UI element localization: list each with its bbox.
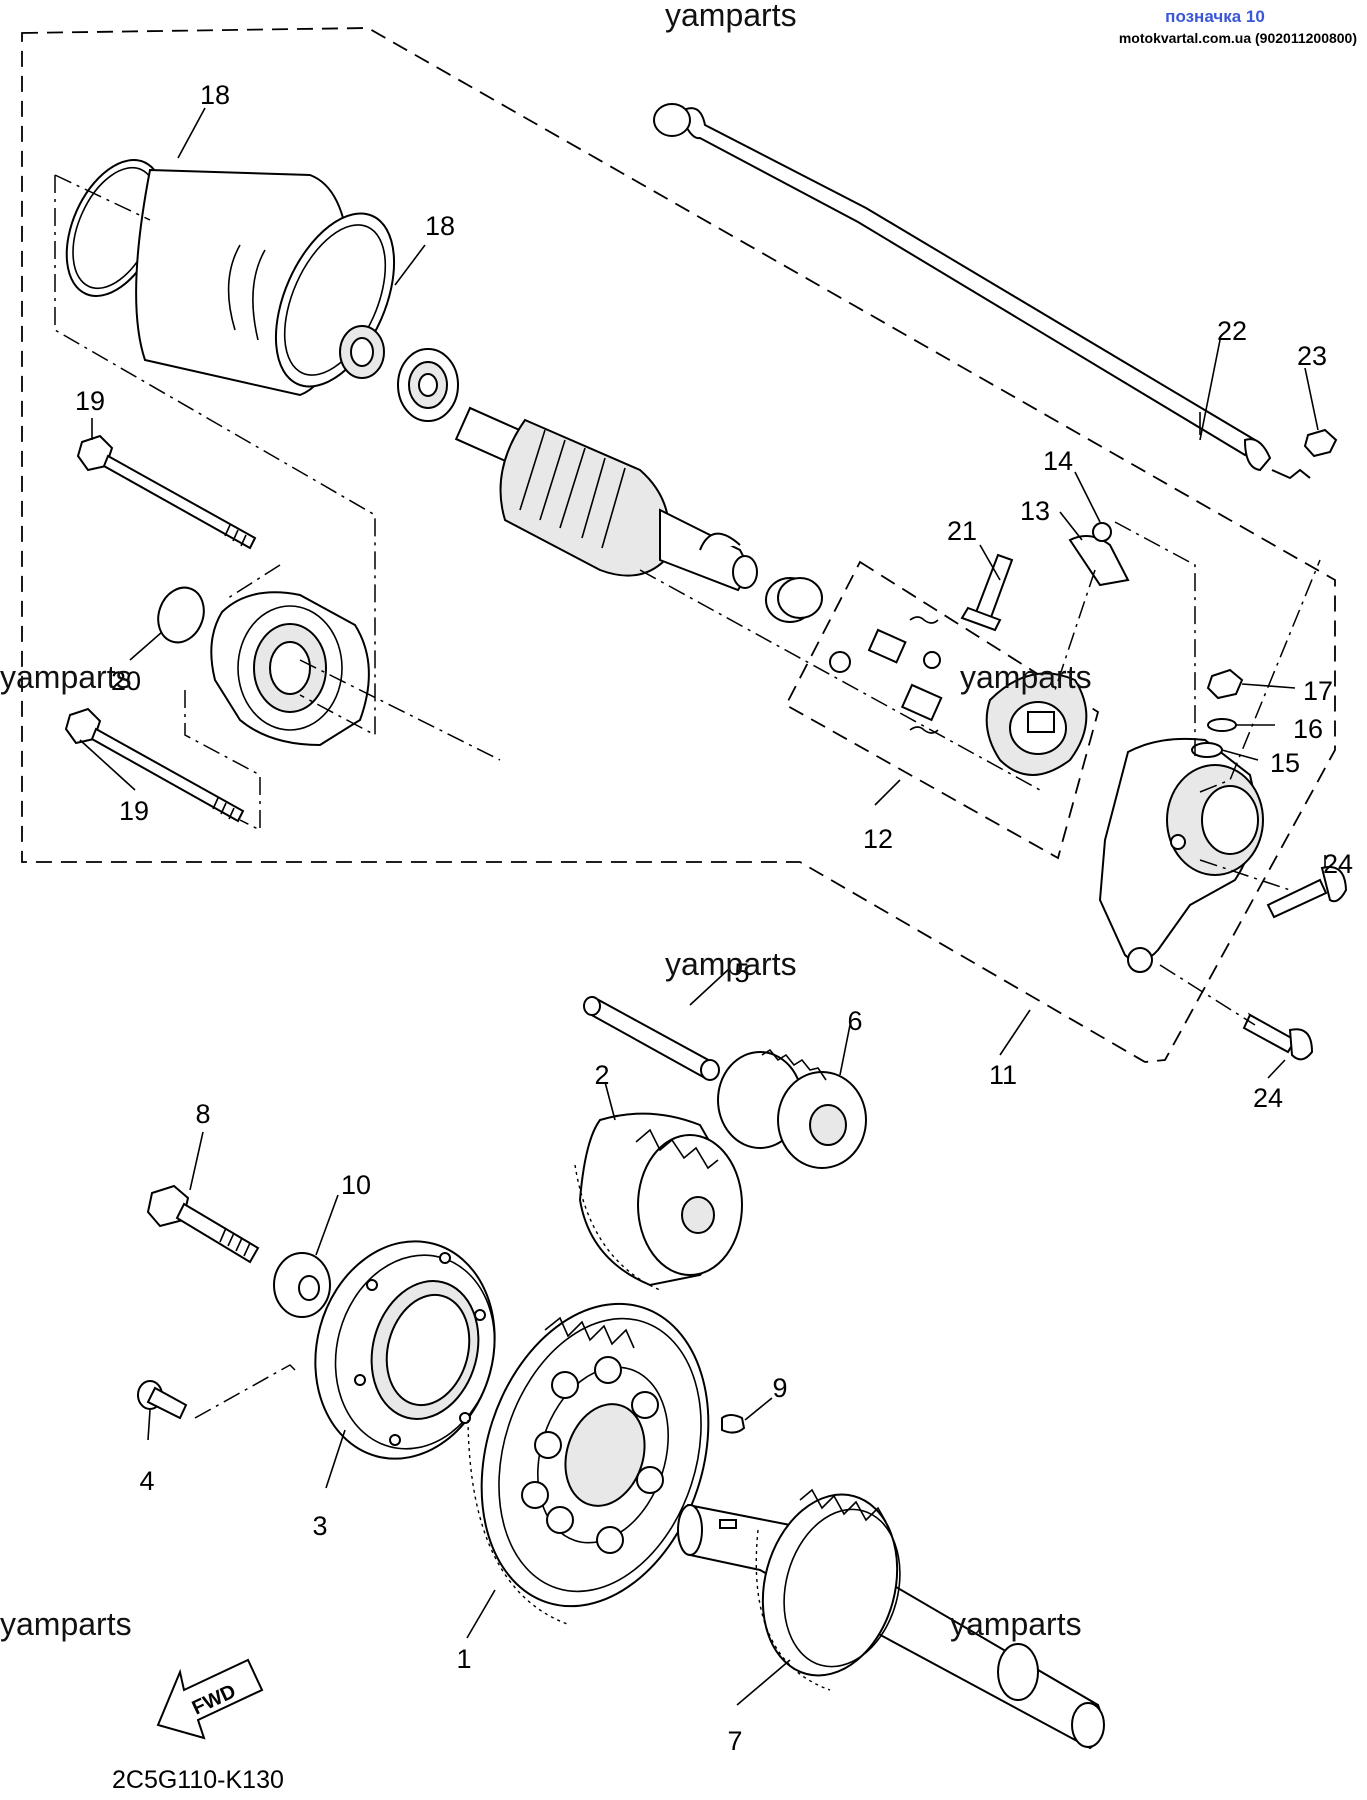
bolt-24-lower xyxy=(1242,1012,1314,1061)
bolt-19-lower xyxy=(64,707,245,823)
armature-part xyxy=(454,406,758,592)
callout-2: 2 xyxy=(594,1060,609,1090)
callout-15: 15 xyxy=(1270,748,1300,778)
watermark-top: yamparts xyxy=(665,0,797,33)
yoke-part xyxy=(65,159,396,397)
callout-9: 9 xyxy=(772,1373,787,1403)
front-cover-part xyxy=(210,591,370,747)
callout-19-lower: 19 xyxy=(119,796,149,826)
guide-line xyxy=(54,174,376,737)
callout-1: 1 xyxy=(456,1644,471,1674)
gear-2 xyxy=(574,1112,743,1291)
starter-wheel-gear-1 xyxy=(467,1302,710,1626)
callout-6: 6 xyxy=(847,1006,862,1036)
gear-6 xyxy=(717,1048,867,1169)
o-ring-part xyxy=(157,586,205,644)
key-9 xyxy=(721,1414,746,1434)
callout-4: 4 xyxy=(139,1466,154,1496)
nut-17 xyxy=(1206,668,1244,700)
washer-16 xyxy=(1207,718,1237,732)
needle-bearing-part xyxy=(765,577,823,623)
brush-set-boundary xyxy=(784,560,1100,860)
watermark-left: yamparts xyxy=(0,659,132,695)
bolt-8 xyxy=(146,1184,260,1264)
callout-7: 7 xyxy=(727,1726,742,1756)
leader-lines xyxy=(79,107,1326,1706)
starter-shaft-7 xyxy=(677,1488,1105,1750)
shaft-5 xyxy=(583,996,720,1081)
guide-line xyxy=(1054,521,1321,1026)
washer-15 xyxy=(1191,742,1223,758)
callout-11: 11 xyxy=(989,1060,1017,1090)
brush-parts xyxy=(829,616,943,734)
starter-assembly-boundary xyxy=(21,27,1336,1063)
watermark-middle: yamparts xyxy=(960,659,1092,695)
starter-clutch-3 xyxy=(314,1240,496,1460)
bearing-part xyxy=(397,348,459,422)
guide-line xyxy=(184,564,281,832)
brush-holder-part xyxy=(985,522,1130,776)
callout-20: 20 xyxy=(111,666,141,696)
washer-10 xyxy=(273,1252,331,1318)
guide-line xyxy=(299,569,1041,791)
diagram-code: 2C5G110-K130 xyxy=(112,1766,284,1794)
callout-8: 8 xyxy=(195,1099,210,1129)
callout-16: 16 xyxy=(1293,714,1323,744)
bolt-24-upper xyxy=(1266,866,1348,919)
watermark-center: yamparts xyxy=(665,946,797,982)
bolt-4 xyxy=(137,1380,188,1420)
source-subtitle: motokvartal.com.ua (902011200800) xyxy=(1119,30,1357,46)
guide-line xyxy=(194,1364,296,1419)
callout-23: 23 xyxy=(1297,341,1327,371)
rear-cover-part xyxy=(1098,737,1264,973)
callout-17: 17 xyxy=(1303,676,1333,706)
fwd-arrow-icon: FWD xyxy=(156,1658,264,1740)
callout-22: 22 xyxy=(1217,316,1247,346)
callout-5: 5 xyxy=(734,958,749,988)
source-title: позначка 10 xyxy=(1165,7,1265,26)
callout-18-lower: 18 xyxy=(425,211,455,241)
cable-22 xyxy=(653,103,1311,480)
callout-19-upper: 19 xyxy=(75,386,105,416)
bolt-19-upper xyxy=(76,434,257,550)
callout-12: 12 xyxy=(863,824,893,854)
callout-13: 13 xyxy=(1020,496,1050,526)
callout-24-upper: 24 xyxy=(1323,849,1353,879)
callout-3: 3 xyxy=(312,1511,327,1541)
callout-24-lower: 24 xyxy=(1253,1083,1283,1113)
callout-14: 14 xyxy=(1043,446,1073,476)
watermark-bottom-right: yamparts xyxy=(950,1606,1082,1642)
callout-10: 10 xyxy=(341,1170,371,1200)
callout-18-upper: 18 xyxy=(200,80,230,110)
screw-21 xyxy=(960,553,1014,632)
watermark-bottom-left: yamparts xyxy=(0,1606,132,1642)
nut-23 xyxy=(1303,428,1338,458)
callout-21: 21 xyxy=(947,516,977,546)
